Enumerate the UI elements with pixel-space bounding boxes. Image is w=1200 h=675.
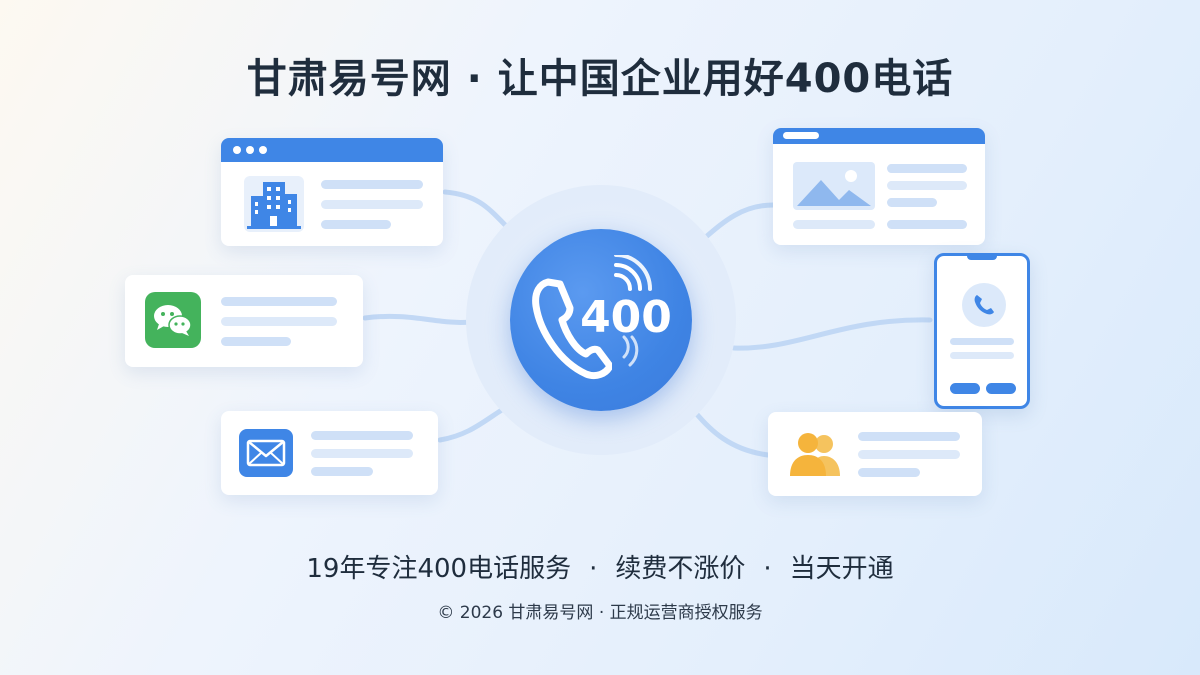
card-company-site: [221, 138, 443, 246]
slogan-sep: ·: [763, 554, 772, 584]
hub-number: 400: [580, 292, 672, 343]
card-mail: [221, 411, 438, 495]
mail-icon: [239, 429, 293, 477]
page-title: 甘肃易号网 · 让中国企业用好400电话: [246, 56, 954, 102]
card-wechat: [125, 275, 363, 367]
card-browser-bar: [221, 138, 443, 162]
slogan-3: 当天开通: [789, 554, 894, 584]
card-website: [773, 128, 985, 245]
signal-waves-lower-icon: [620, 335, 650, 369]
phone-call-icon: [961, 282, 1007, 328]
card-browser-bar: [773, 128, 985, 144]
wechat-icon: [145, 292, 201, 348]
footer-text: © 2026 甘肃易号网 · 正规运营商授权服务: [437, 603, 763, 623]
slogan-2: 续费不涨价: [615, 554, 746, 584]
phone-mockup: [934, 253, 1030, 409]
building-icon: [241, 176, 307, 232]
image-icon: [793, 162, 875, 210]
phone-handset-icon: [532, 276, 614, 380]
signal-waves-icon: [612, 253, 656, 295]
slogan-1: 19年专注400电话服务: [306, 554, 572, 584]
slogan-row: 19年专注400电话服务 · 续费不涨价 · 当天开通: [0, 548, 1200, 585]
slogan-sep: ·: [589, 554, 598, 584]
card-users: [768, 412, 982, 496]
users-icon: [786, 430, 844, 478]
